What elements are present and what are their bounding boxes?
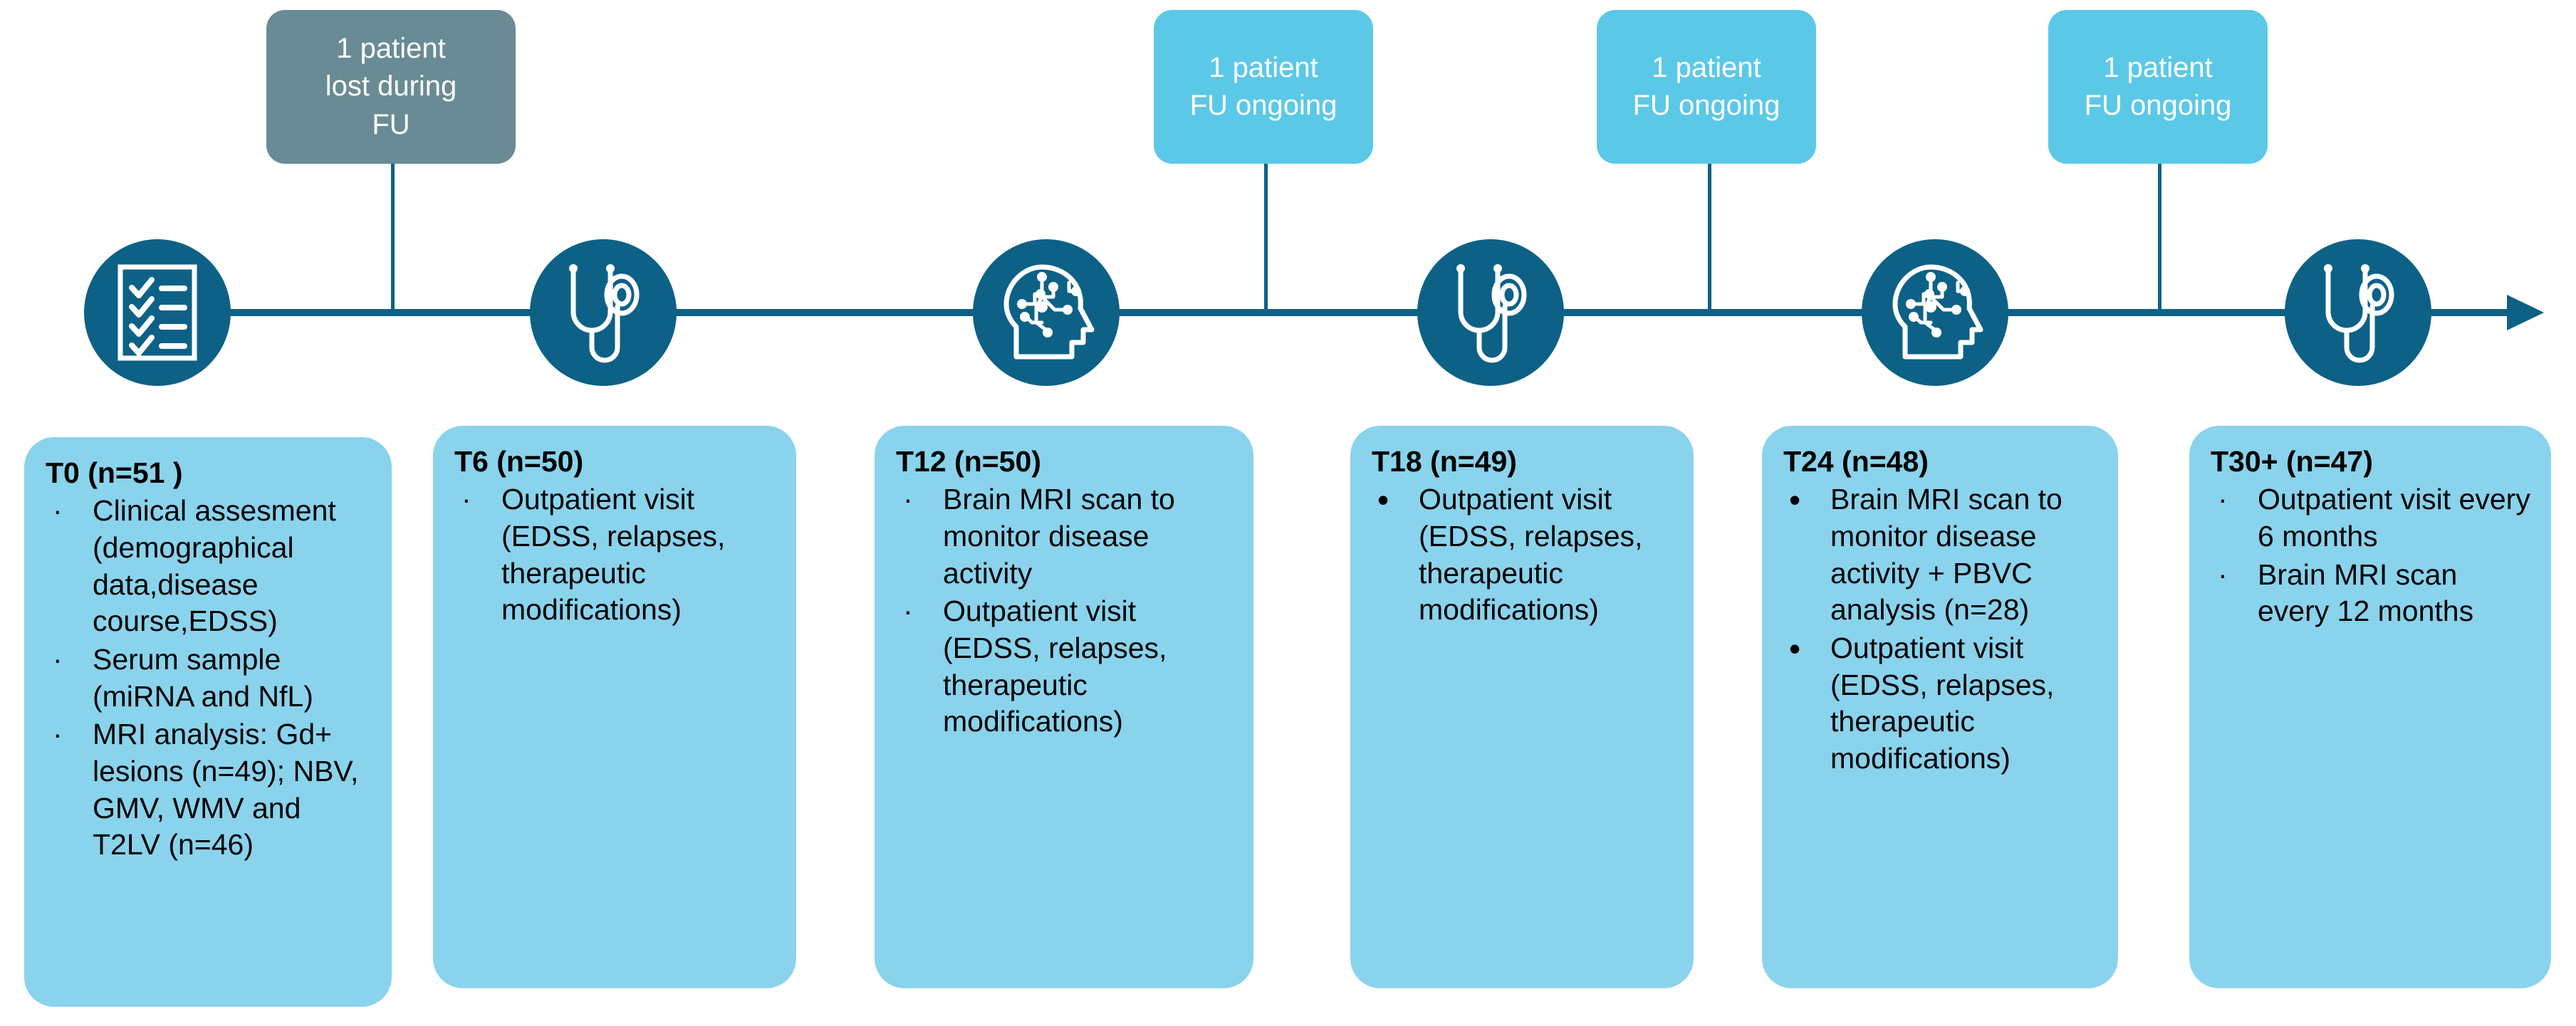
list-item: · Outpatient visit (EDSS, relapses, thera… (896, 593, 1235, 740)
stethoscope-icon (559, 261, 647, 365)
card-item-list: · Brain MRI scan to monitor disease activ… (896, 481, 1235, 740)
card-t18[interactable]: T18 (n=49) • Outpatient visit (EDSS, rela… (1350, 426, 1694, 988)
list-item-text: MRI analysis: Gd+ lesions (n=49); NBV, G… (93, 718, 359, 862)
callout-fu-ongoing-1: 1 patient FU ongoing (1154, 10, 1373, 164)
list-item-text: Outpatient visit (EDSS, relapses, therap… (1830, 632, 2055, 775)
list-item: • Outpatient visit (EDSS, relapses, thera… (1372, 481, 1675, 629)
callout-line: FU (372, 108, 410, 140)
card-item-list: • Brain MRI scan to monitor disease activ… (1783, 481, 2100, 777)
list-item: · Brain MRI scan to monitor disease activ… (896, 481, 1235, 592)
list-item-text: Brain MRI scan to monitor disease activi… (943, 483, 1175, 590)
card-t24[interactable]: T24 (n=48) • Brain MRI scan to monitor di… (1762, 426, 2118, 988)
card-title: T18 (n=49) (1372, 445, 1517, 478)
list-item-text: Serum sample (miRNA and NfL) (93, 643, 313, 713)
callout-line: 1 patient (336, 33, 446, 65)
list-item: • Brain MRI scan to monitor disease activ… (1783, 481, 2100, 629)
callout-line: 1 patient (1652, 51, 1761, 83)
list-item: · Clinical assesment (demographical data,… (46, 493, 373, 640)
bullet-icon: · (903, 483, 913, 516)
callout-patient-lost: 1 patient lost during FU (266, 10, 516, 164)
callout-fu-ongoing-2: 1 patient FU ongoing (1597, 10, 1816, 164)
node-t18[interactable] (1417, 239, 1564, 386)
card-item-list: · Clinical assesment (demographical data,… (46, 493, 373, 864)
card-title: T24 (n=48) (1783, 445, 1929, 478)
card-title: T0 (n=51 ) (46, 456, 183, 489)
callout-line: 1 patient (2103, 51, 2213, 83)
list-item-text: Outpatient visit (EDSS, relapses, therap… (943, 595, 1167, 738)
callout-line: FU ongoing (1632, 90, 1780, 121)
node-t12[interactable] (973, 239, 1120, 386)
bullet-icon: · (53, 643, 63, 676)
bullet-icon: • (1377, 481, 1389, 519)
callout-line: FU ongoing (2084, 90, 2232, 121)
list-item: · Brain MRI scan every 12 months (2211, 557, 2533, 630)
card-t30[interactable]: T30+ (n=47) · Outpatient visit every 6 mo… (2189, 426, 2551, 988)
list-item-text: Clinical assesment (demographical data,d… (93, 494, 336, 638)
timeline-axis (85, 309, 2507, 316)
callout-line: FU ongoing (1189, 90, 1337, 121)
connector-callout-2 (1264, 164, 1268, 315)
connector-callout-3 (1708, 164, 1711, 315)
list-item-text: Brain MRI scan every 12 months (2258, 558, 2474, 628)
list-item: · Outpatient visit (EDSS, relapses, thera… (454, 481, 778, 629)
node-t0[interactable] (84, 239, 231, 386)
bullet-icon: • (1789, 481, 1801, 519)
card-item-list: • Outpatient visit (EDSS, relapses, thera… (1372, 481, 1675, 629)
brain-head-icon (998, 263, 1095, 362)
stethoscope-icon (2314, 261, 2402, 365)
card-title: T30+ (n=47) (2211, 445, 2373, 478)
bullet-icon: • (1789, 630, 1801, 667)
card-item-list: · Outpatient visit (EDSS, relapses, thera… (454, 481, 778, 629)
card-item-list: · Outpatient visit every 6 months · Brain … (2211, 481, 2533, 630)
node-t6[interactable] (530, 239, 677, 386)
card-title: T6 (n=50) (454, 445, 584, 478)
list-item: · Outpatient visit every 6 months (2211, 481, 2533, 555)
bullet-icon: · (2218, 483, 2228, 516)
bullet-icon: · (903, 595, 913, 628)
bullet-icon: · (2218, 558, 2228, 591)
callout-fu-ongoing-3: 1 patient FU ongoing (2048, 10, 2268, 164)
bullet-icon: · (53, 718, 63, 751)
callout-line: 1 patient (1209, 51, 1318, 83)
timeline-arrow-icon (2507, 295, 2544, 330)
node-t24[interactable] (1862, 239, 2008, 386)
callout-line: lost during (325, 70, 457, 103)
list-item: · MRI analysis: Gd+ lesions (n=49); NBV, … (46, 716, 373, 864)
connector-callout-4 (2158, 164, 2162, 315)
list-item-text: Brain MRI scan to monitor disease activi… (1830, 483, 2063, 627)
card-t12[interactable]: T12 (n=50) · Brain MRI scan to monitor di… (875, 426, 1253, 988)
card-t6[interactable]: T6 (n=50) · Outpatient visit (EDSS, relap… (433, 426, 796, 988)
list-item-text: Outpatient visit (EDSS, relapses, therap… (501, 483, 726, 627)
list-item-text: Outpatient visit every 6 months (2258, 483, 2530, 553)
clipboard-checklist-icon (118, 264, 197, 361)
card-title: T12 (n=50) (896, 445, 1041, 478)
stethoscope-icon (1446, 261, 1535, 365)
node-t30[interactable] (2285, 239, 2431, 386)
bullet-icon: · (462, 483, 471, 516)
card-t0[interactable]: T0 (n=51 ) · Clinical assesment (demograp… (24, 437, 392, 1007)
list-item: • Outpatient visit (EDSS, relapses, thera… (1783, 630, 2100, 778)
list-item-text: Outpatient visit (EDSS, relapses, therap… (1419, 483, 1643, 627)
list-item: · Serum sample (miRNA and NfL) (46, 642, 373, 715)
bullet-icon: · (53, 494, 63, 528)
brain-head-icon (1887, 263, 1983, 362)
connector-callout-1 (391, 164, 395, 315)
